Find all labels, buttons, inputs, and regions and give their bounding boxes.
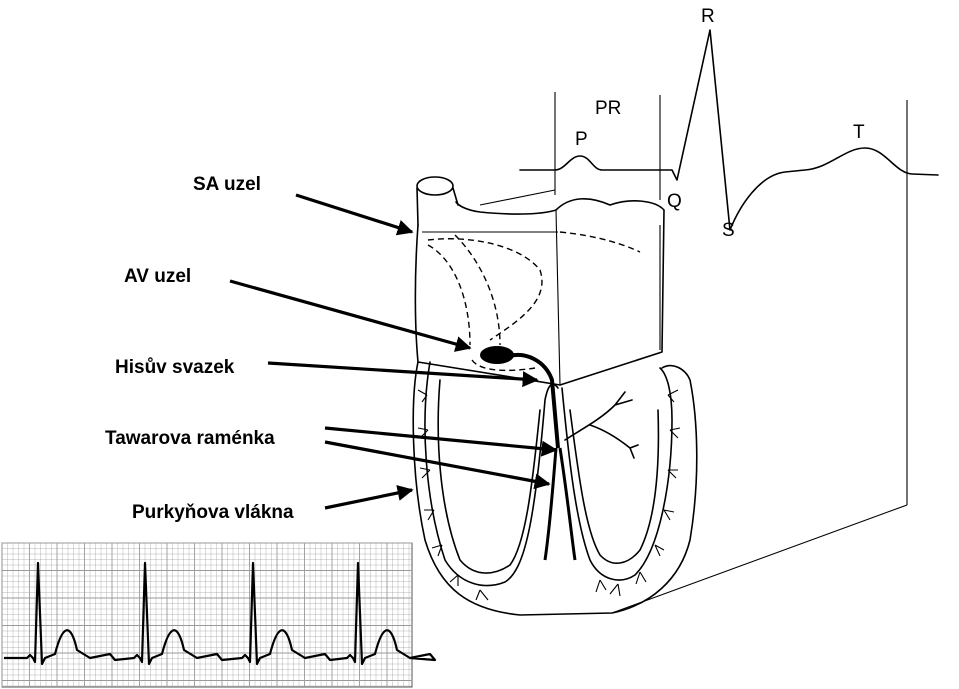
r-wave-label: R	[701, 6, 715, 27]
ecg-trace	[4, 561, 437, 666]
tawara-branch-arrow-lower	[324, 440, 551, 490]
structure-labels: SA uzel AV uzel Hisův svazek Tawarova ra…	[105, 174, 294, 523]
q-wave-label: Q	[667, 191, 682, 212]
tawara-branches-label: Tawarova raménka	[105, 428, 275, 449]
p-wave-label: P	[575, 129, 588, 150]
av-node-label: AV uzel	[124, 266, 191, 287]
s-wave-label: S	[722, 220, 735, 241]
ecg-strip	[1, 542, 437, 688]
purkinje-fibers-label: Purkyňova vlákna	[132, 502, 294, 523]
heart-illustration	[412, 176, 908, 616]
his-bundle-arrow	[267, 361, 539, 388]
av-node-shape	[480, 346, 514, 364]
ecg-waveform: R PR P T Q S	[519, 6, 939, 505]
pr-interval-label: PR	[595, 98, 621, 119]
t-wave-label: T	[853, 122, 865, 143]
vena-cava	[416, 176, 454, 196]
label-arrows	[229, 193, 558, 510]
tawara-branch-arrow-upper	[324, 426, 558, 457]
purkinje-arrow	[324, 485, 414, 510]
his-bundle-label: Hisův svazek	[115, 357, 235, 378]
av-node-arrow	[229, 279, 472, 352]
sa-node-arrow	[295, 193, 414, 236]
sa-node-label: SA uzel	[193, 174, 261, 195]
